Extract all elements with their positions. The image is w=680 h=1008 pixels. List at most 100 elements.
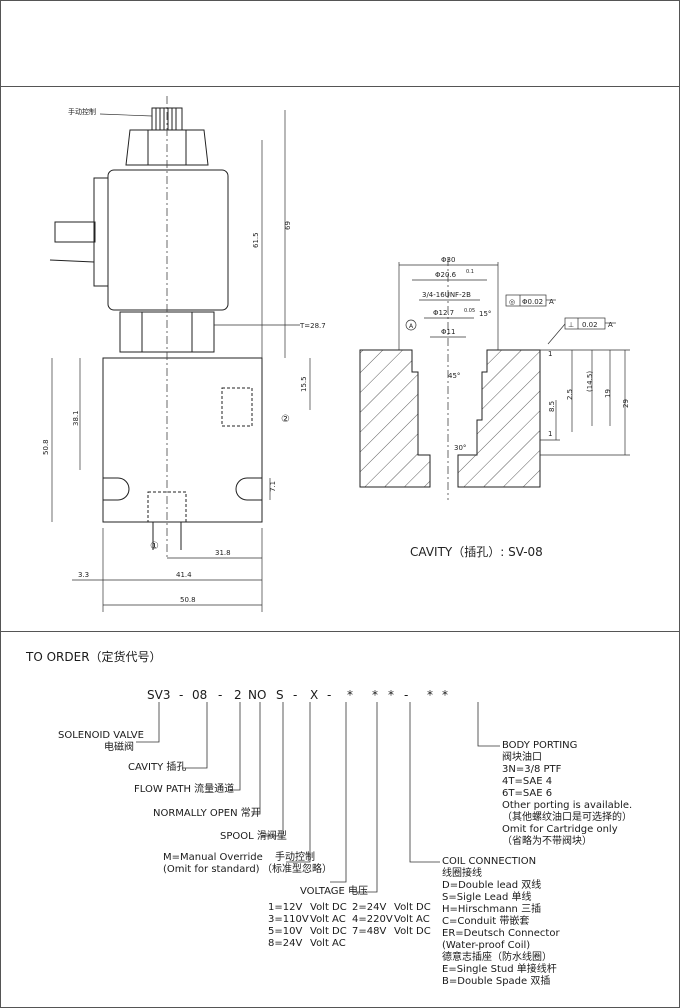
code-star-2: * bbox=[372, 688, 378, 702]
voltage-r3-c3: 7=48V bbox=[352, 926, 387, 937]
voltage-r4-c1: 8=24V bbox=[268, 938, 303, 949]
omit-standard-cn: （标准型忽略） bbox=[262, 864, 332, 875]
concentricity-symbol: ◎ bbox=[509, 298, 515, 306]
voltage-r1-c1: 1=12V bbox=[268, 902, 303, 913]
solenoid-valve-label: SOLENOID VALVE bbox=[58, 730, 144, 741]
cavity-dim-phi11: Φ11 bbox=[441, 328, 455, 336]
flow-path-label: FLOW PATH 流量通道 bbox=[134, 784, 235, 795]
body-porting-line-7: Omit for Cartridge only bbox=[502, 824, 618, 835]
dim-3-3: 3.3 bbox=[78, 571, 89, 579]
dim-7-1: 7.1 bbox=[269, 481, 277, 492]
coil-line-2: D=Double lead 双线 bbox=[442, 880, 542, 891]
voltage-r3-c4: Volt DC bbox=[394, 926, 431, 937]
body-porting-line-5: Other porting is available. bbox=[502, 800, 633, 811]
cavity-dim-29: 29 bbox=[622, 399, 630, 408]
dim-61-5: 61.5 bbox=[252, 232, 260, 248]
manual-override-cn: 手动控制 bbox=[275, 852, 315, 863]
cavity-dim-1b: 1 bbox=[548, 430, 552, 438]
order-title: TO ORDER（定货代号） bbox=[26, 650, 162, 664]
omit-standard-label: (Omit for standard) bbox=[163, 864, 260, 875]
voltage-r1-c2: Volt DC bbox=[310, 902, 347, 913]
dim-38-1: 38.1 bbox=[72, 410, 80, 426]
code-2: 2 bbox=[234, 688, 242, 702]
coil-line-10: B=Double Spade 双插 bbox=[442, 976, 551, 987]
dim-t: T=28.7 bbox=[299, 322, 326, 330]
normally-open-label: NORMALLY OPEN 常开 bbox=[153, 808, 261, 819]
spool-label: SPOOL 滑阀型 bbox=[220, 831, 287, 842]
code-sv3: SV3 bbox=[147, 688, 171, 702]
dim-69: 69 bbox=[284, 221, 292, 230]
dim-50-8-horizontal: 50.8 bbox=[180, 596, 196, 604]
dim-31-8: 31.8 bbox=[215, 549, 231, 557]
code-x: X bbox=[310, 688, 319, 702]
valve-drawing: 手动控制 69 61.5 T=28.7 15.5 38.1 50.8 7.1 3… bbox=[42, 96, 630, 612]
coil-connection-title: COIL CONNECTION bbox=[442, 856, 537, 867]
cavity-angle-45: 45° bbox=[448, 372, 460, 380]
middle-divider bbox=[0, 631, 680, 632]
body-porting-line-3: 4T=SAE 4 bbox=[502, 776, 553, 787]
code-dash-1: - bbox=[179, 688, 184, 702]
coil-line-1: 线圈接线 bbox=[442, 868, 482, 879]
coil-line-4: H=Hirschmann 三插 bbox=[442, 904, 542, 915]
voltage-r1-c3: 2=24V bbox=[352, 902, 387, 913]
code-no: NO bbox=[248, 688, 267, 702]
port-2-marker: ② bbox=[281, 414, 290, 425]
body-porting-line-1: 阀块油口 bbox=[502, 752, 542, 763]
cavity-dim-phi12-7: Φ12.7 bbox=[433, 309, 454, 317]
code-star-5: * bbox=[442, 688, 448, 702]
cavity-dim-phi12-7-tol: 0.05 bbox=[464, 308, 475, 314]
voltage-r2-c2: Volt AC bbox=[310, 914, 346, 925]
concentricity-datum: A bbox=[549, 298, 554, 306]
voltage-r3-c2: Volt DC bbox=[310, 926, 347, 937]
body-porting-title: BODY PORTING bbox=[502, 740, 578, 751]
body-porting-line-4: 6T=SAE 6 bbox=[502, 788, 553, 799]
code-star-3: * bbox=[388, 688, 394, 702]
top-divider bbox=[0, 86, 680, 87]
perpendicularity-datum: A bbox=[608, 321, 613, 329]
cavity-angle-30: 30° bbox=[454, 444, 466, 452]
voltage-title: VOLTAGE 电压 bbox=[300, 886, 368, 897]
order-leader-lines bbox=[136, 702, 500, 893]
manual-override-label: 手动控制 bbox=[68, 107, 96, 116]
concentricity-value: Φ0.02 bbox=[522, 298, 543, 306]
coil-line-9: E=Single Stud 单接线杆 bbox=[442, 964, 557, 975]
voltage-r2-c4: Volt AC bbox=[394, 914, 430, 925]
code-dash-3: - bbox=[293, 688, 298, 702]
code-08: 08 bbox=[192, 688, 208, 702]
code-star-4: * bbox=[427, 688, 433, 702]
code-dash-2: - bbox=[218, 688, 223, 702]
coil-line-6: ER=Deutsch Connector bbox=[442, 928, 560, 939]
coil-line-8: 德意志插座（防水线圈） bbox=[442, 952, 552, 963]
body-porting-line-2: 3N=3/8 PTF bbox=[502, 764, 562, 775]
cavity-dim-phi30: Φ30 bbox=[441, 256, 455, 264]
cavity-dim-1: 1 bbox=[548, 350, 552, 358]
dim-50-8-vertical: 50.8 bbox=[42, 439, 50, 455]
coil-line-3: S=Sigle Lead 单线 bbox=[442, 892, 532, 903]
cavity-dim-14-5: (14.5) bbox=[586, 371, 594, 392]
coil-line-5: C=Conduit 带嵌套 bbox=[442, 916, 530, 927]
code-dash-4: - bbox=[327, 688, 332, 702]
cavity-dim-thread: 3/4-16UNF-2B bbox=[422, 291, 471, 299]
port-1-marker: ① bbox=[150, 541, 159, 552]
voltage-r4-c2: Volt AC bbox=[310, 938, 346, 949]
cavity-angle-15: 15° bbox=[479, 310, 491, 318]
cavity-caption: CAVITY（插孔）: SV-08 bbox=[410, 545, 543, 559]
cavity-dim-phi20-6-tol: 0.1 bbox=[466, 269, 474, 275]
voltage-r1-c4: Volt DC bbox=[394, 902, 431, 913]
cavity-dim-2-5: 2.5 bbox=[566, 389, 574, 400]
coil-line-7: (Water-proof Coil) bbox=[442, 940, 531, 951]
perpendicularity-value: 0.02 bbox=[582, 321, 598, 329]
code-s: S bbox=[276, 688, 284, 702]
voltage-r2-c1: 3=110V bbox=[268, 914, 309, 925]
voltage-r3-c1: 5=10V bbox=[268, 926, 303, 937]
cavity-dim-8-5: 8.5 bbox=[548, 401, 556, 412]
code-dash-5: - bbox=[404, 688, 409, 702]
perpendicularity-symbol: ⊥ bbox=[568, 321, 574, 329]
dim-41-4: 41.4 bbox=[176, 571, 192, 579]
cavity-dim-phi20-6: Φ20.6 bbox=[435, 271, 457, 279]
voltage-r2-c3: 4=220V bbox=[352, 914, 393, 925]
manual-override-option: M=Manual Override bbox=[163, 852, 263, 863]
solenoid-valve-cn: 电磁阀 bbox=[104, 742, 134, 753]
body-porting-line-6: （其他螺纹油口是可选择的） bbox=[502, 812, 632, 823]
dim-15-5: 15.5 bbox=[300, 376, 308, 392]
